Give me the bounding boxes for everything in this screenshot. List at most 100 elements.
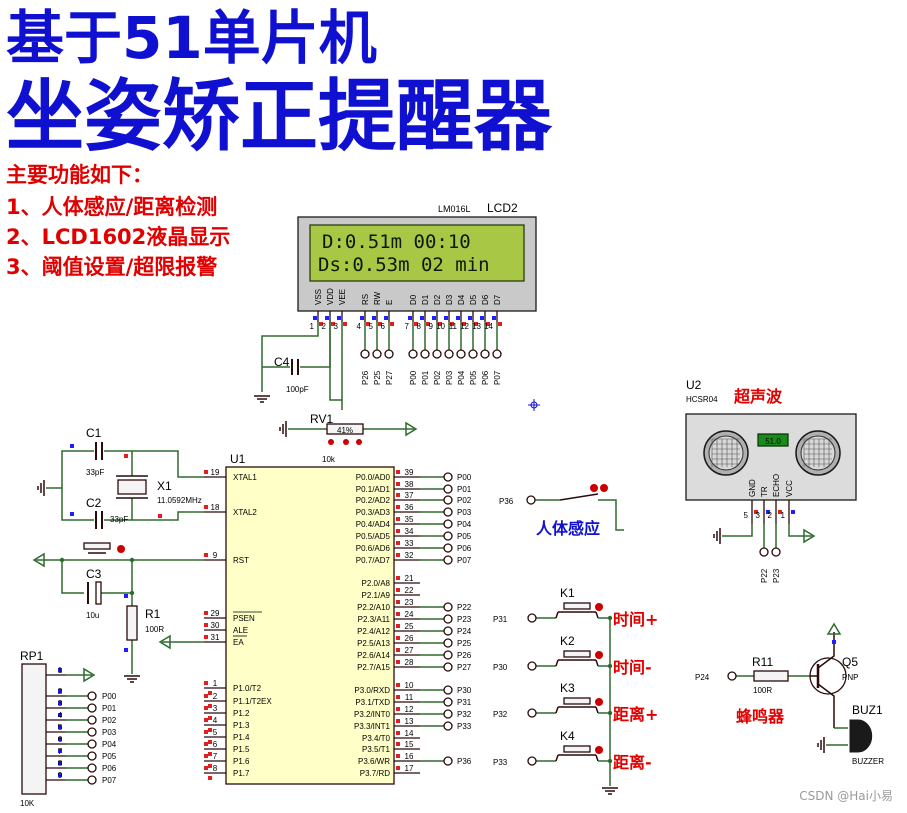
u1-right-pin-name: P0.6/AD6 (356, 544, 391, 553)
pin-state-marker (396, 695, 400, 699)
pin-state-marker (396, 470, 400, 474)
u2-display-value: 51.0 (765, 437, 781, 446)
key-net-label: P33 (493, 758, 508, 767)
wire-u2-vcc (788, 524, 812, 537)
u2-pin-number: 1 (781, 511, 786, 520)
wire-vss (261, 322, 319, 392)
rp1-net-terminal (87, 739, 97, 749)
u1-net-terminal (443, 614, 453, 624)
u1-right-pin-number: 24 (405, 610, 414, 619)
rp1-net-terminal (87, 703, 97, 713)
u1-left-pin-name: P1.5 (233, 745, 250, 754)
pin-state-marker (438, 322, 442, 326)
lcd-data-terminal (444, 349, 454, 359)
r1-value: 100R (145, 625, 164, 634)
pin-state-marker (313, 316, 317, 320)
pin-state-marker (498, 322, 502, 326)
c2-value: 33pF (110, 515, 128, 524)
u1-right-pin-name: P0.7/AD7 (356, 556, 391, 565)
u1-left-pin-name: P1.1/T2EX (233, 697, 272, 706)
u1-right-pin-number: 27 (405, 646, 414, 655)
pin-state-marker (204, 742, 208, 746)
feature-item-3: 3、阈值设置/超限报警 (6, 255, 218, 279)
u1-net-terminal (443, 685, 453, 695)
rp1-net-label: P01 (102, 704, 117, 713)
u1-net-terminal (443, 507, 453, 517)
u1-right-pin-name: P0.3/AD3 (356, 508, 391, 517)
u1-net-terminal (443, 721, 453, 731)
buzzer-type: BUZZER (852, 757, 884, 766)
pin-state-marker (396, 707, 400, 711)
pin-state-marker (396, 482, 400, 486)
lcd-data-terminal (456, 349, 466, 359)
u1-left-pin-number: 31 (211, 633, 220, 642)
pin-state-marker (396, 517, 400, 521)
key-label: 距离- (613, 753, 652, 772)
lcd-ref: LCD2 (487, 201, 518, 215)
pir-net-label: P36 (499, 497, 514, 506)
pin-state-marker (208, 776, 212, 780)
ea-power-arrow (158, 634, 171, 650)
pin-state-marker (778, 510, 782, 514)
rp1-net-terminal (87, 715, 97, 725)
rp1-net-terminal (87, 763, 97, 773)
u2-net-label: P22 (760, 568, 769, 583)
pin-state-marker (396, 636, 400, 640)
u1-net-label: P24 (457, 627, 472, 636)
u1-right-pin-name: P3.7/RD (360, 769, 390, 778)
u1-left-pin-number: 4 (213, 716, 218, 725)
u2-power-arrow (803, 528, 816, 544)
pin-state-marker (204, 635, 208, 639)
rp1-net-label: P06 (102, 764, 117, 773)
pin-state-marker (468, 316, 472, 320)
rp1-pin-number: 8 (58, 759, 63, 768)
q5-collector (817, 683, 835, 728)
rp1-pin-number: 1 (58, 666, 63, 675)
rp1-pin-number: 3 (58, 699, 63, 708)
wires (36, 311, 848, 786)
lcd-data-net: P05 (469, 370, 478, 385)
u1-right-pin-name: P0.0/AD0 (356, 473, 391, 482)
u1-right-pin-name: P2.7/A15 (357, 663, 390, 672)
pir-net-terminal (526, 495, 536, 505)
lcd-data-net: P01 (421, 370, 430, 385)
buzzer-label: 蜂鸣器 (736, 707, 785, 726)
u2-ref: U2 (686, 378, 702, 392)
pin-state-marker (426, 322, 430, 326)
key-net-label: P31 (493, 615, 508, 624)
pin-state-marker (124, 454, 128, 458)
u1-right-pin-number: 21 (405, 574, 414, 583)
pin-state-marker (595, 651, 603, 659)
wire-pir-right (598, 499, 624, 531)
rp1-net-label: P00 (102, 692, 117, 701)
key-ref: K4 (560, 729, 575, 743)
lcd-data-net: P03 (445, 370, 454, 385)
lcd-data-terminal (492, 349, 502, 359)
u1-left-pin-name: P1.7 (233, 769, 250, 778)
buzzer-body (849, 719, 873, 753)
lcd-pin-number: 2 (322, 322, 327, 331)
pin-state-marker (319, 322, 323, 326)
lcd-pin-number: 4 (357, 322, 362, 331)
u2-transducer-mesh (800, 435, 836, 471)
key-label: 距离+ (613, 705, 658, 724)
pin-state-marker (124, 648, 128, 652)
u1-net-label: P26 (457, 651, 472, 660)
lcd-control-terminal (372, 349, 382, 359)
pin-state-marker (124, 594, 128, 598)
lcd-pin-label: D3 (445, 294, 454, 305)
lcd-data-terminal (480, 349, 490, 359)
pin-state-marker (444, 316, 448, 320)
u2-pin-number: 3 (756, 511, 761, 520)
u2-display (757, 433, 789, 447)
u1-right-pin-number: 11 (405, 693, 414, 702)
pin-state-marker (208, 716, 212, 720)
u1-left-pin-number: 18 (211, 503, 220, 512)
pin-state-marker (208, 740, 212, 744)
buzzer-net-terminal (727, 671, 737, 681)
cursor-crosshair (530, 401, 538, 409)
u1-right-pin-name: P3.3/INT1 (354, 722, 391, 731)
q5-ref: Q5 (842, 655, 858, 669)
wire-c3-left (61, 560, 84, 594)
